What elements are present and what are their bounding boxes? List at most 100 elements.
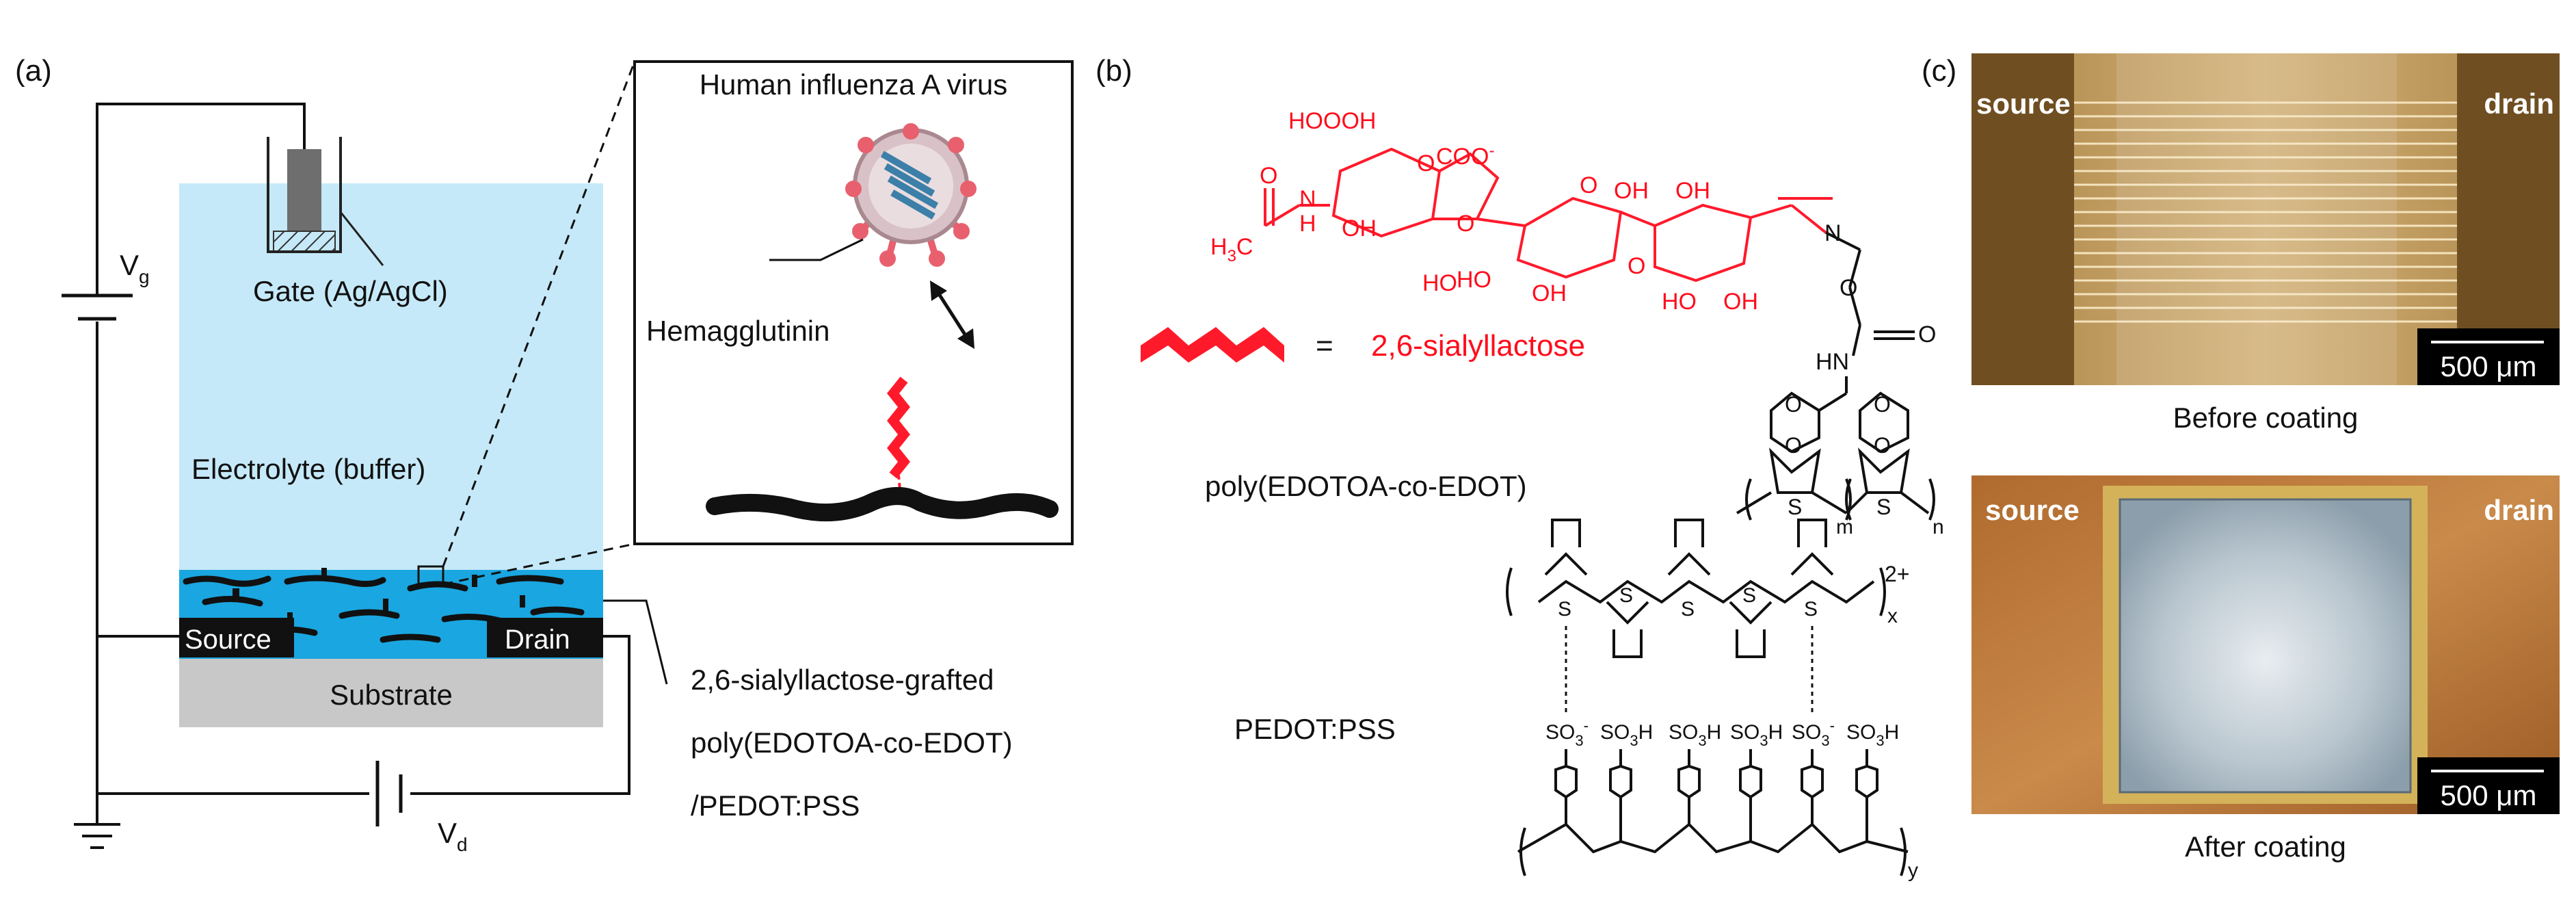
source-label: Source [185,625,271,655]
svg-text:m: m [1836,516,1853,538]
inset-title: Human influenza A virus [700,68,1008,101]
gate-leader [339,211,384,266]
electrolyte-bath [179,183,603,570]
svg-text:O: O [1580,172,1597,198]
caption-before: Before coating [2173,402,2359,434]
svg-text:OH: OH [1675,178,1710,204]
svg-text:N: N [1299,186,1316,212]
svg-text:S: S [1681,598,1695,621]
svg-text:S: S [1788,495,1802,519]
panel-a-label: (a) [15,54,52,88]
photo-after: source drain 500 μm [1971,475,2560,814]
panel-c: (c) source drain 500 μm B [1922,53,2560,863]
pedot-atoms: S S S S S 2+ x [1558,562,1909,627]
svg-text:HO: HO [1422,270,1457,296]
svg-text:O: O [1785,392,1802,417]
svg-text:HOOOH: HOOOH [1288,108,1376,134]
gate-electrode [287,149,321,231]
svg-text:HN: HN [1816,349,1849,375]
hemagglutinin-label: Hemagglutinin [646,315,830,347]
virus-spike-heads [845,123,977,267]
svg-text:COO-: COO- [1436,142,1494,170]
svg-text:OH: OH [1723,289,1758,315]
svg-text:x: x [1887,605,1898,627]
binding-arrow [930,280,974,349]
material-line-2: poly(EDOTOA-co-EDOT) [691,727,1013,759]
substrate [179,659,603,727]
material-leader [603,599,668,685]
ionic-interactions [1565,626,1814,715]
polymer-strand [706,487,1059,522]
inset-dash-top [442,61,636,567]
svg-text:SO3H: SO3H [1846,721,1899,749]
panel-b: (b) = 2,6-sialyllactose HOOOH COO- N H H… [1096,54,1944,882]
sialyllactose-bonds [1264,147,1827,283]
legend-name: 2,6-sialyllactose [1371,329,1585,363]
svg-text:O: O [1628,253,1645,279]
svg-text:OH: OH [1614,178,1649,204]
polymer1-name: poly(EDOTOA-co-EDOT) [1205,470,1527,502]
legend-equals: = [1316,329,1333,363]
linker-bonds [1778,197,1915,356]
ground-symbol [74,823,120,849]
linker-atoms: N O O HN [1816,220,1936,375]
polymer2-name: PEDOT:PSS [1234,713,1396,745]
panel-a: (a) Source Dr [15,54,1074,855]
photo-before-source-label: source [1976,88,2071,120]
svg-text:O: O [1840,275,1857,301]
material-line-3: /PEDOT:PSS [691,789,860,822]
source-electrode [179,618,294,657]
electrolyte-label: Electrolyte (buffer) [191,453,425,485]
pss-backbone [1517,749,1909,876]
photo-before-channel [2116,53,2397,385]
edotoa-atoms: O O O O S S m n [1785,392,1944,538]
photo-before-source-pad [1971,53,2074,385]
vg-label: Vg [120,249,150,287]
photo-before-drain-label: drain [2484,88,2554,120]
zoom-box [417,565,444,586]
svg-text:O: O [1417,151,1435,177]
svg-text:O: O [1785,433,1802,458]
drain-label: Drain [505,625,570,655]
sialyllactose-atoms: HOOOH COO- N H H3C O OH O O HO HO OH O O… [1210,108,1758,315]
caption-after: After coating [2185,831,2346,863]
photo-before: source drain 500 μm [1971,53,2560,385]
svg-text:HO: HO [1457,267,1491,293]
svg-text:n: n [1933,516,1944,538]
photo-before-interdigitated-lines [2074,101,2457,323]
svg-text:SO3-: SO3- [1545,717,1589,749]
svg-text:O: O [1874,433,1891,458]
svg-text:SO3H: SO3H [1730,721,1783,749]
inset-box [633,60,1074,545]
svg-text:O: O [1874,392,1891,417]
svg-text:SO3H: SO3H [1669,721,1721,749]
svg-text:O: O [1457,211,1474,237]
glycan-chain [887,376,910,479]
circuit-wires [96,103,630,824]
panel-c-label: (c) [1922,54,1956,88]
material-line-1: 2,6-sialyllactose-grafted [691,664,994,696]
pedot-backbone [1506,519,1886,658]
vd-label: Vd [438,817,468,855]
svg-text:2+: 2+ [1885,562,1909,586]
vd-gap [369,776,410,811]
gate-label: Gate (Ag/AgCl) [253,275,448,307]
gate-tube [267,137,342,253]
svg-text:SO3-: SO3- [1792,717,1835,749]
panel-b-label: (b) [1096,54,1132,88]
photo-after-film [2119,498,2412,794]
photo-before-scalebar-bg [2417,328,2560,385]
photo-after-scalebar-bg [2417,757,2560,814]
virus-rna [880,151,939,220]
svg-text:N: N [1824,220,1842,246]
pss-y: y [1908,859,1918,882]
photo-after-drain-label: drain [2484,494,2554,526]
svg-text:OH: OH [1532,280,1567,306]
svg-text:O: O [1918,322,1936,348]
svg-text:H: H [1299,211,1316,237]
photo-after-scale-label: 500 μm [2441,779,2537,811]
svg-text:S: S [1619,584,1633,607]
gate-frit [273,231,336,252]
edotoa-rings [1736,376,1935,521]
